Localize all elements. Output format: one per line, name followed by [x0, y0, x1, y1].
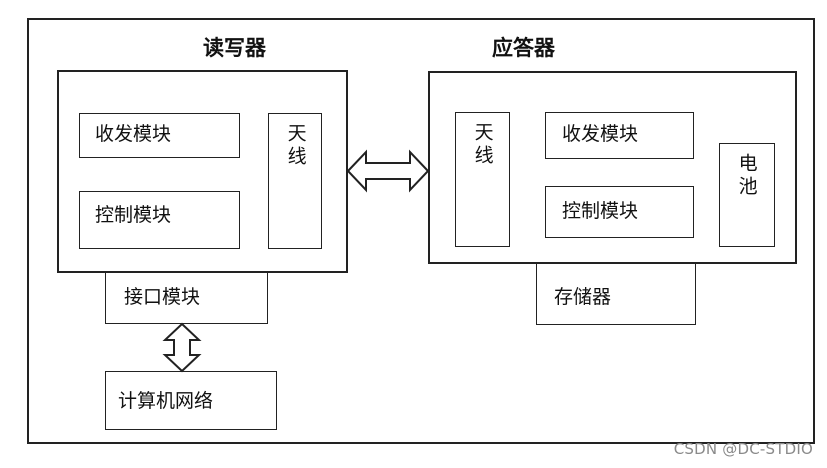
computer-network-label: 计算机网络 [118, 390, 214, 412]
reader-control-module: 控制模块 [79, 191, 240, 249]
transponder-transceiver-module: 收发模块 [545, 112, 694, 159]
transponder-title: 应答器 [492, 36, 555, 60]
reader-title: 读写器 [203, 36, 266, 60]
transponder-control-module: 控制模块 [545, 186, 694, 238]
reader-control-label: 控制模块 [95, 204, 172, 226]
reader-interface-module: 接口模块 [105, 272, 268, 324]
transponder-storage: 存储器 [536, 263, 696, 325]
reader-antenna-label: 天线 [284, 123, 307, 169]
wireless-link-arrow [346, 149, 430, 193]
computer-network: 计算机网络 [105, 371, 277, 430]
watermark: CSDN @DC-STDIO [673, 440, 813, 458]
reader-interface-label: 接口模块 [124, 286, 201, 308]
transponder-control-label: 控制模块 [562, 200, 639, 222]
transponder-storage-label: 存储器 [554, 286, 612, 308]
transponder-antenna: 天线 [455, 112, 510, 247]
transponder-antenna-label: 天线 [471, 122, 494, 168]
transponder-battery-label: 电池 [735, 153, 758, 199]
reader-transceiver-label: 收发模块 [95, 123, 172, 145]
reader-antenna: 天线 [268, 113, 322, 249]
network-link-arrow [162, 322, 202, 373]
transponder-transceiver-label: 收发模块 [562, 123, 639, 145]
reader-transceiver-module: 收发模块 [79, 113, 240, 158]
transponder-battery: 电池 [719, 143, 775, 247]
